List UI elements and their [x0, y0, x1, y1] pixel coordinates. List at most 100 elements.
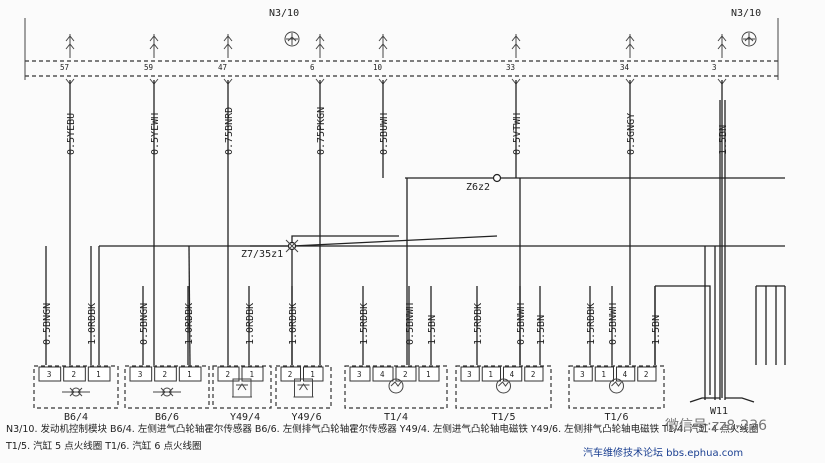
lower-wire-label-9: 1.5BN — [427, 315, 438, 345]
w11-left-bend — [689, 397, 720, 403]
top-wire-label-5: 0.5BUWH — [379, 113, 390, 155]
legend-line-2: T1/5. 汽缸 5 点火线圈 T1/6. 汽缸 6 点火线圈 — [5, 440, 201, 452]
svg-text:3: 3 — [467, 370, 472, 379]
svg-text:1: 1 — [187, 370, 192, 379]
svg-text:1: 1 — [488, 370, 493, 379]
svg-text:2: 2 — [72, 370, 77, 379]
top-wire-label-1: 0.5YEBU — [66, 113, 77, 155]
svg-text:3: 3 — [47, 370, 52, 379]
component-5-pin-2 — [372, 366, 394, 382]
splice-z7-label: Z7/35z1 — [241, 249, 283, 260]
top-wire-label-6: 0.5VTWH — [512, 113, 523, 155]
top-signal-marker-1 — [65, 34, 75, 58]
component-6-pin-2 — [481, 366, 501, 382]
top-connector-7: 34 — [620, 63, 635, 85]
t16-w11-link — [655, 285, 711, 395]
ignition-coil-icon-3 — [609, 378, 624, 394]
component-2-pin-2 — [154, 366, 177, 382]
watermark-id: 微信号:zz8-236 — [665, 418, 767, 434]
top-signal-marker-2 — [149, 34, 159, 58]
component-2-pin-1 — [129, 366, 153, 382]
component-4-pin-2 — [303, 366, 324, 382]
svg-text:3: 3 — [357, 370, 362, 379]
component-1-pin-3 — [87, 366, 111, 382]
lower-wire-label-1: 0.5BNGN — [42, 303, 53, 345]
top-connector-5: 10 — [373, 63, 388, 85]
lower-wire-label-11: 0.5BNWH — [516, 303, 527, 345]
component-7-pin-3 — [616, 366, 636, 382]
component-4-pin-1 — [280, 366, 301, 382]
component-1-pin-2 — [63, 366, 86, 382]
svg-text:2: 2 — [226, 370, 231, 379]
component-5-pin-3 — [395, 366, 417, 382]
top-signal-marker-4 — [315, 34, 325, 58]
w11-label: W11 — [710, 406, 728, 417]
component-7-pin-1 — [573, 366, 593, 382]
top-connector-6: 33 — [506, 63, 521, 85]
lower-wire-label-3: 0.5BNGN — [139, 303, 150, 345]
svg-text:1: 1 — [310, 370, 315, 379]
lower-wire-label-12: 1.5BN — [536, 315, 547, 345]
z7-diagonal — [291, 235, 498, 247]
splice-z6-node — [492, 173, 502, 183]
lower-wire-label-6: 1.0RDBK — [288, 303, 299, 345]
component-label-3: Y49/4 — [230, 412, 260, 423]
legend-line-1: N3/10. 发动机控制模块 B6/4. 左侧进气凸轮轴霍尔传感器 B6/6. … — [6, 423, 758, 435]
splice-z6-label: Z6z2 — [466, 182, 490, 193]
top-connector-4: 6 — [310, 63, 325, 85]
top-signal-marker-5 — [378, 34, 388, 58]
top-connector-1: 57 — [60, 63, 75, 85]
lower-wire-label-14: 0.5BNWH — [608, 303, 619, 345]
lower-bus-b66-drop — [188, 245, 191, 367]
component-label-4: Y49/6 — [292, 412, 322, 423]
component-6-pin-1 — [460, 366, 480, 382]
top-wire-label-7: 0.5GNGY — [626, 113, 637, 155]
component-6-pin-4 — [524, 366, 544, 382]
top-pin-3: 47 — [218, 63, 227, 72]
top-pin-6: 33 — [506, 63, 515, 72]
component-3-pin-2 — [241, 366, 264, 382]
svg-text:3: 3 — [580, 370, 585, 379]
component-5-pin-1 — [349, 366, 371, 382]
lower-wire-label-13: 1.5RDBK — [586, 303, 597, 345]
component-label-1: B6/4 — [64, 412, 88, 423]
svg-text:1: 1 — [426, 370, 431, 379]
top-wire-label-8: 1.5BN — [718, 125, 729, 155]
solenoid-icon-2 — [294, 378, 313, 398]
top-signal-marker-3 — [223, 34, 233, 58]
top-connector-3: 47 — [218, 63, 233, 85]
svg-text:2: 2 — [288, 370, 293, 379]
svg-text:2: 2 — [163, 370, 168, 379]
top-pin-1: 57 — [60, 63, 69, 72]
splice-z7-cross — [285, 239, 299, 253]
top-signal-marker-7 — [625, 34, 635, 58]
svg-text:4: 4 — [380, 370, 385, 379]
component-7-pin-2 — [594, 366, 614, 382]
top-pin-5: 10 — [373, 63, 383, 72]
svg-text:2: 2 — [644, 370, 649, 379]
ecu-title-left: N3/10 — [269, 8, 299, 19]
component-label-2: B6/6 — [155, 412, 179, 423]
ground-symbol-left — [284, 31, 300, 47]
ignition-coil-icon-2 — [496, 378, 511, 394]
svg-text:2: 2 — [403, 370, 408, 379]
w11-right-bend — [725, 397, 755, 403]
lower-wire-label-5: 1.0RDBK — [245, 303, 256, 345]
svg-text:2: 2 — [531, 370, 536, 379]
top-pin-2: 59 — [144, 63, 153, 72]
top-wire-label-3: 0.75BNRD — [224, 107, 235, 155]
svg-text:3: 3 — [138, 370, 143, 379]
top-wire-label-2: 0.5YEWH — [150, 113, 161, 155]
lower-wire-label-2: 1.0RDBK — [87, 303, 98, 345]
lower-wire-label-4: 1.0RDBK — [184, 303, 195, 345]
top-wire-label-4: 0.75PKGN — [316, 107, 327, 155]
component-1-pin-1 — [38, 366, 62, 382]
component-label-7: T1/6 — [605, 412, 629, 423]
top-signal-marker-6 — [511, 34, 521, 58]
lower-wire-label-7: 1.5RDBK — [359, 303, 370, 345]
ecu-title-right: N3/10 — [731, 8, 761, 19]
